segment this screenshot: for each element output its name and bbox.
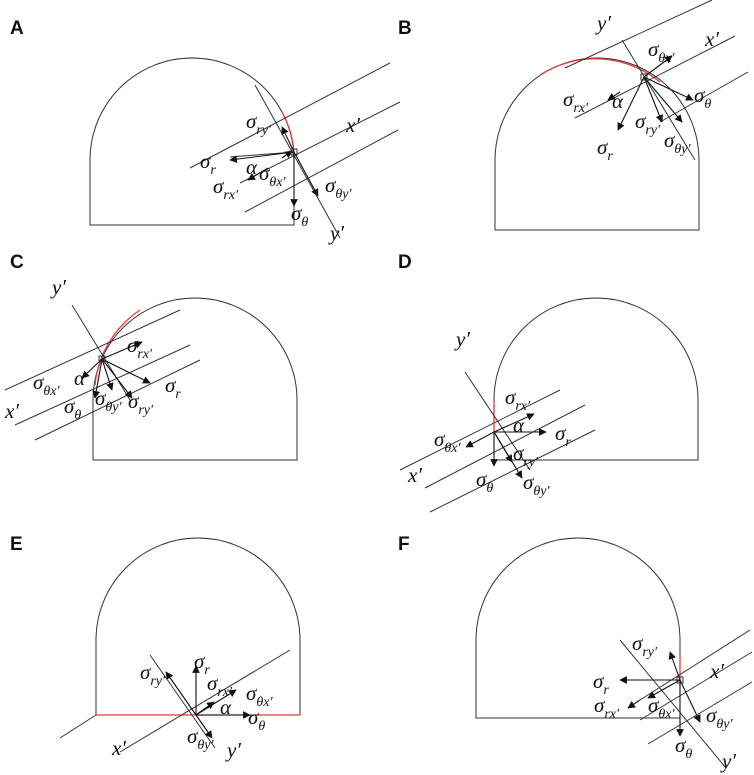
label-y-prime: y′	[50, 275, 66, 299]
labels-b: y′ σθx′ x′ σrx′ α σθ σry′ σr σθy′	[563, 11, 719, 164]
label-sigma-r: σr	[593, 669, 609, 698]
label-sigma-ry: σry′	[246, 109, 272, 138]
tunnel-outline	[92, 297, 298, 461]
label-sigma-thetax: σθx′	[33, 370, 60, 399]
tunnel-outline	[89, 57, 295, 226]
label-sigma-thetax: σθx′	[259, 161, 286, 190]
label-sigma-thetay: σθy′	[664, 128, 691, 157]
panel-letter-e: E	[10, 534, 23, 555]
stress-arrows	[165, 665, 251, 739]
label-sigma-rx: σrx′	[505, 385, 531, 414]
label-y-prime: y′	[595, 11, 611, 35]
label-sigma-thetay: σθy′	[325, 173, 352, 202]
label-sigma-thetax: σθx′	[648, 37, 675, 66]
rotated-element-lines	[4, 304, 201, 441]
label-sigma-thetay: σθy′	[95, 386, 122, 415]
stress-point	[640, 73, 648, 81]
tunnel-outline	[493, 297, 699, 461]
label-sigma-r: σr	[200, 149, 216, 178]
stress-point	[676, 676, 684, 684]
label-sigma-r: σr	[194, 649, 210, 678]
stress-arrows	[229, 126, 319, 207]
rotated-element-lines	[399, 371, 596, 513]
label-sigma-ry: σry′	[635, 109, 661, 138]
label-x-prime: x′	[407, 463, 422, 487]
stress-arrows	[619, 651, 701, 737]
label-sigma-theta: σθ	[248, 705, 265, 734]
excavation-boundary	[539, 58, 661, 83]
label-sigma-thetax: σθx′	[246, 681, 273, 710]
label-sigma-r: σr	[165, 373, 181, 402]
label-sigma-theta: σθ	[675, 733, 692, 762]
stress-arrows	[81, 341, 151, 399]
label-sigma-rx: σrx′	[563, 87, 589, 116]
label-alpha: α	[246, 155, 258, 179]
label-sigma-ry: σry′	[632, 631, 658, 660]
label-alpha: α	[612, 89, 624, 113]
label-sigma-rx: σrx′	[207, 671, 233, 700]
label-y-prime: y′	[328, 221, 344, 245]
panel-e: E σry′ σr σrx′ σθx′ α σθ σθy′ x′ y′	[10, 534, 301, 762]
label-x-prime: x′	[704, 27, 719, 51]
tunnel-outline	[494, 57, 700, 231]
labels-d: y′ σrx′ σθx′ α σr σry′ x′ σθy′ σθ	[407, 327, 571, 499]
label-sigma-ry: σry′	[140, 660, 166, 689]
panel-letter-f: F	[398, 534, 410, 555]
labels-c: y′ σrx′ σr σθx′ α x′ σθ σθy′ σry′	[4, 275, 181, 423]
label-y-prime: y′	[225, 738, 241, 762]
label-alpha: α	[74, 366, 86, 390]
rotated-element-lines	[59, 649, 291, 753]
panel-f: F σry′ σr x′ σrx′ σθx′ σθy′ σθ y′	[398, 534, 753, 773]
label-x-prime: x′	[4, 399, 19, 423]
labels-a: σry′ x′ σr α σθx′ σrx′ σθy′ σθ y′	[200, 109, 360, 245]
label-x-prime: x′	[345, 113, 360, 137]
tunnel-outline	[95, 537, 301, 716]
label-sigma-thetay: σθy′	[187, 724, 214, 753]
label-sigma-r: σr	[555, 421, 571, 450]
label-y-prime: y′	[454, 327, 470, 351]
panel-letter-a: A	[10, 18, 24, 39]
label-x-prime: x′	[111, 736, 126, 760]
panel-c: C y′ σrx′ σr σθx′ α x′ σθ σθy′ σry′	[4, 252, 298, 461]
label-sigma-thetay: σθy′	[706, 703, 733, 732]
stress-point	[98, 355, 106, 363]
label-alpha: α	[513, 413, 525, 437]
panel-b: B y′ σθx′ x′ σrx′ α σθ σry′ σr σθy′	[398, 0, 749, 231]
label-sigma-theta: σθ	[694, 83, 711, 112]
label-sigma-theta: σθ	[476, 467, 493, 496]
label-sigma-ry: σry′	[513, 441, 539, 470]
label-sigma-rx: σrx′	[127, 333, 153, 362]
panel-letter-b: B	[398, 18, 412, 39]
label-sigma-theta: σθ	[291, 201, 308, 230]
label-alpha: α	[220, 695, 232, 719]
label-sigma-rx: σrx′	[594, 693, 620, 722]
label-sigma-thetax: σθx′	[648, 693, 675, 722]
label-x-prime: x′	[709, 659, 724, 683]
label-sigma-thetay: σθy′	[523, 470, 550, 499]
panel-d: D y′ σrx′ σθx′ α σr σry′ x′ σθy′ σθ	[398, 252, 699, 513]
labels-e: σry′ σr σrx′ σθx′ α σθ σθy′ x′ y′	[111, 649, 273, 762]
stress-arrows	[607, 55, 694, 131]
panel-a: A σry′ x′ σr α σθx′ σrx′ σθy′ σθ	[10, 18, 401, 245]
label-sigma-r: σr	[597, 135, 613, 164]
stress-arrows	[465, 413, 547, 479]
label-sigma-rx: σrx′	[213, 174, 239, 203]
label-sigma-ry: σry′	[128, 389, 154, 418]
rotated-element-lines	[619, 629, 753, 769]
label-y-prime: y′	[720, 749, 736, 773]
label-sigma-thetax: σθx′	[434, 427, 461, 456]
panel-letter-c: C	[10, 252, 24, 273]
label-sigma-theta: σθ	[64, 394, 81, 423]
tunnel-outline	[475, 537, 681, 719]
rotated-element-lines	[189, 62, 401, 239]
stress-point	[290, 148, 298, 156]
panel-letter-d: D	[398, 252, 412, 273]
labels-f: σry′ σr x′ σrx′ σθx′ σθy′ σθ y′	[593, 631, 736, 773]
